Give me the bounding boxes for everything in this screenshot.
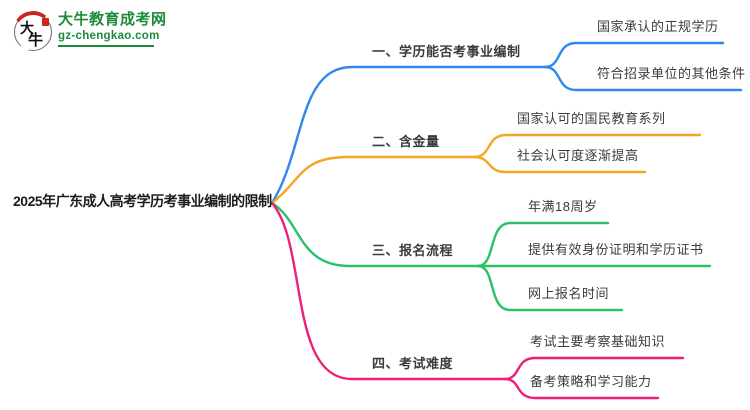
branch-3-leaf-1-line (476, 221, 610, 268)
root-node-label: 2025年广东成人高考学历考事业编制的限制 (13, 193, 272, 209)
logo-red-seal (42, 18, 49, 26)
branch-3-leaf-2: 提供有效身份证明和学历证书 (528, 242, 704, 257)
branch-1-leaf-1: 国家承认的正规学历 (597, 19, 719, 34)
branch-1-leaf-2-line (543, 65, 743, 92)
branch-2-leaf-1-line (472, 133, 702, 159)
branch-3-leaf-3-line (476, 264, 624, 312)
logo-site-domain: gz-chengkao.com (58, 30, 160, 42)
branch-3-leaf-1: 年满18周岁 (528, 199, 598, 214)
branch-1-line (270, 65, 547, 205)
logo-char-top: 大 (20, 20, 34, 36)
branch-1-leaf-2: 符合招录单位的其他条件 (597, 66, 746, 81)
logo-underline (58, 45, 154, 47)
branch-3-leaf-3: 网上报名时间 (528, 286, 610, 301)
branch-1-label: 一、学历能否考事业编制 (372, 44, 521, 59)
branch-4-line (270, 201, 507, 381)
branch-2-leaf-1: 国家认可的国民教育系列 (517, 111, 666, 126)
branch-1-leaf-1-line (543, 41, 725, 69)
branch-2-leaf-2-line (472, 155, 647, 174)
logo-char-bottom: 牛 (28, 32, 44, 49)
branch-4-leaf-2: 备考策略和学习能力 (530, 374, 652, 389)
branch-3-line (270, 201, 480, 268)
branch-2-label: 二、含金量 (372, 134, 440, 149)
branch-3-label: 三、报名流程 (372, 243, 454, 258)
branch-2-leaf-2: 社会认可度逐渐提高 (517, 148, 639, 163)
logo-site-name: 大牛教育成考网 (58, 11, 167, 28)
branch-2-line (270, 155, 476, 205)
branch-4-leaf-1: 考试主要考察基础知识 (530, 334, 666, 349)
site-logo: 大 牛 大牛教育成考网 gz-chengkao.com (10, 8, 167, 58)
branch-4-label: 四、考试难度 (372, 356, 454, 371)
branch-4-leaf-1-line (503, 356, 685, 381)
ox-speech-bubble-icon: 大 牛 (10, 8, 56, 58)
branch-4-leaf-2-line (503, 377, 660, 400)
logo-text-block: 大牛教育成考网 gz-chengkao.com (58, 10, 167, 47)
